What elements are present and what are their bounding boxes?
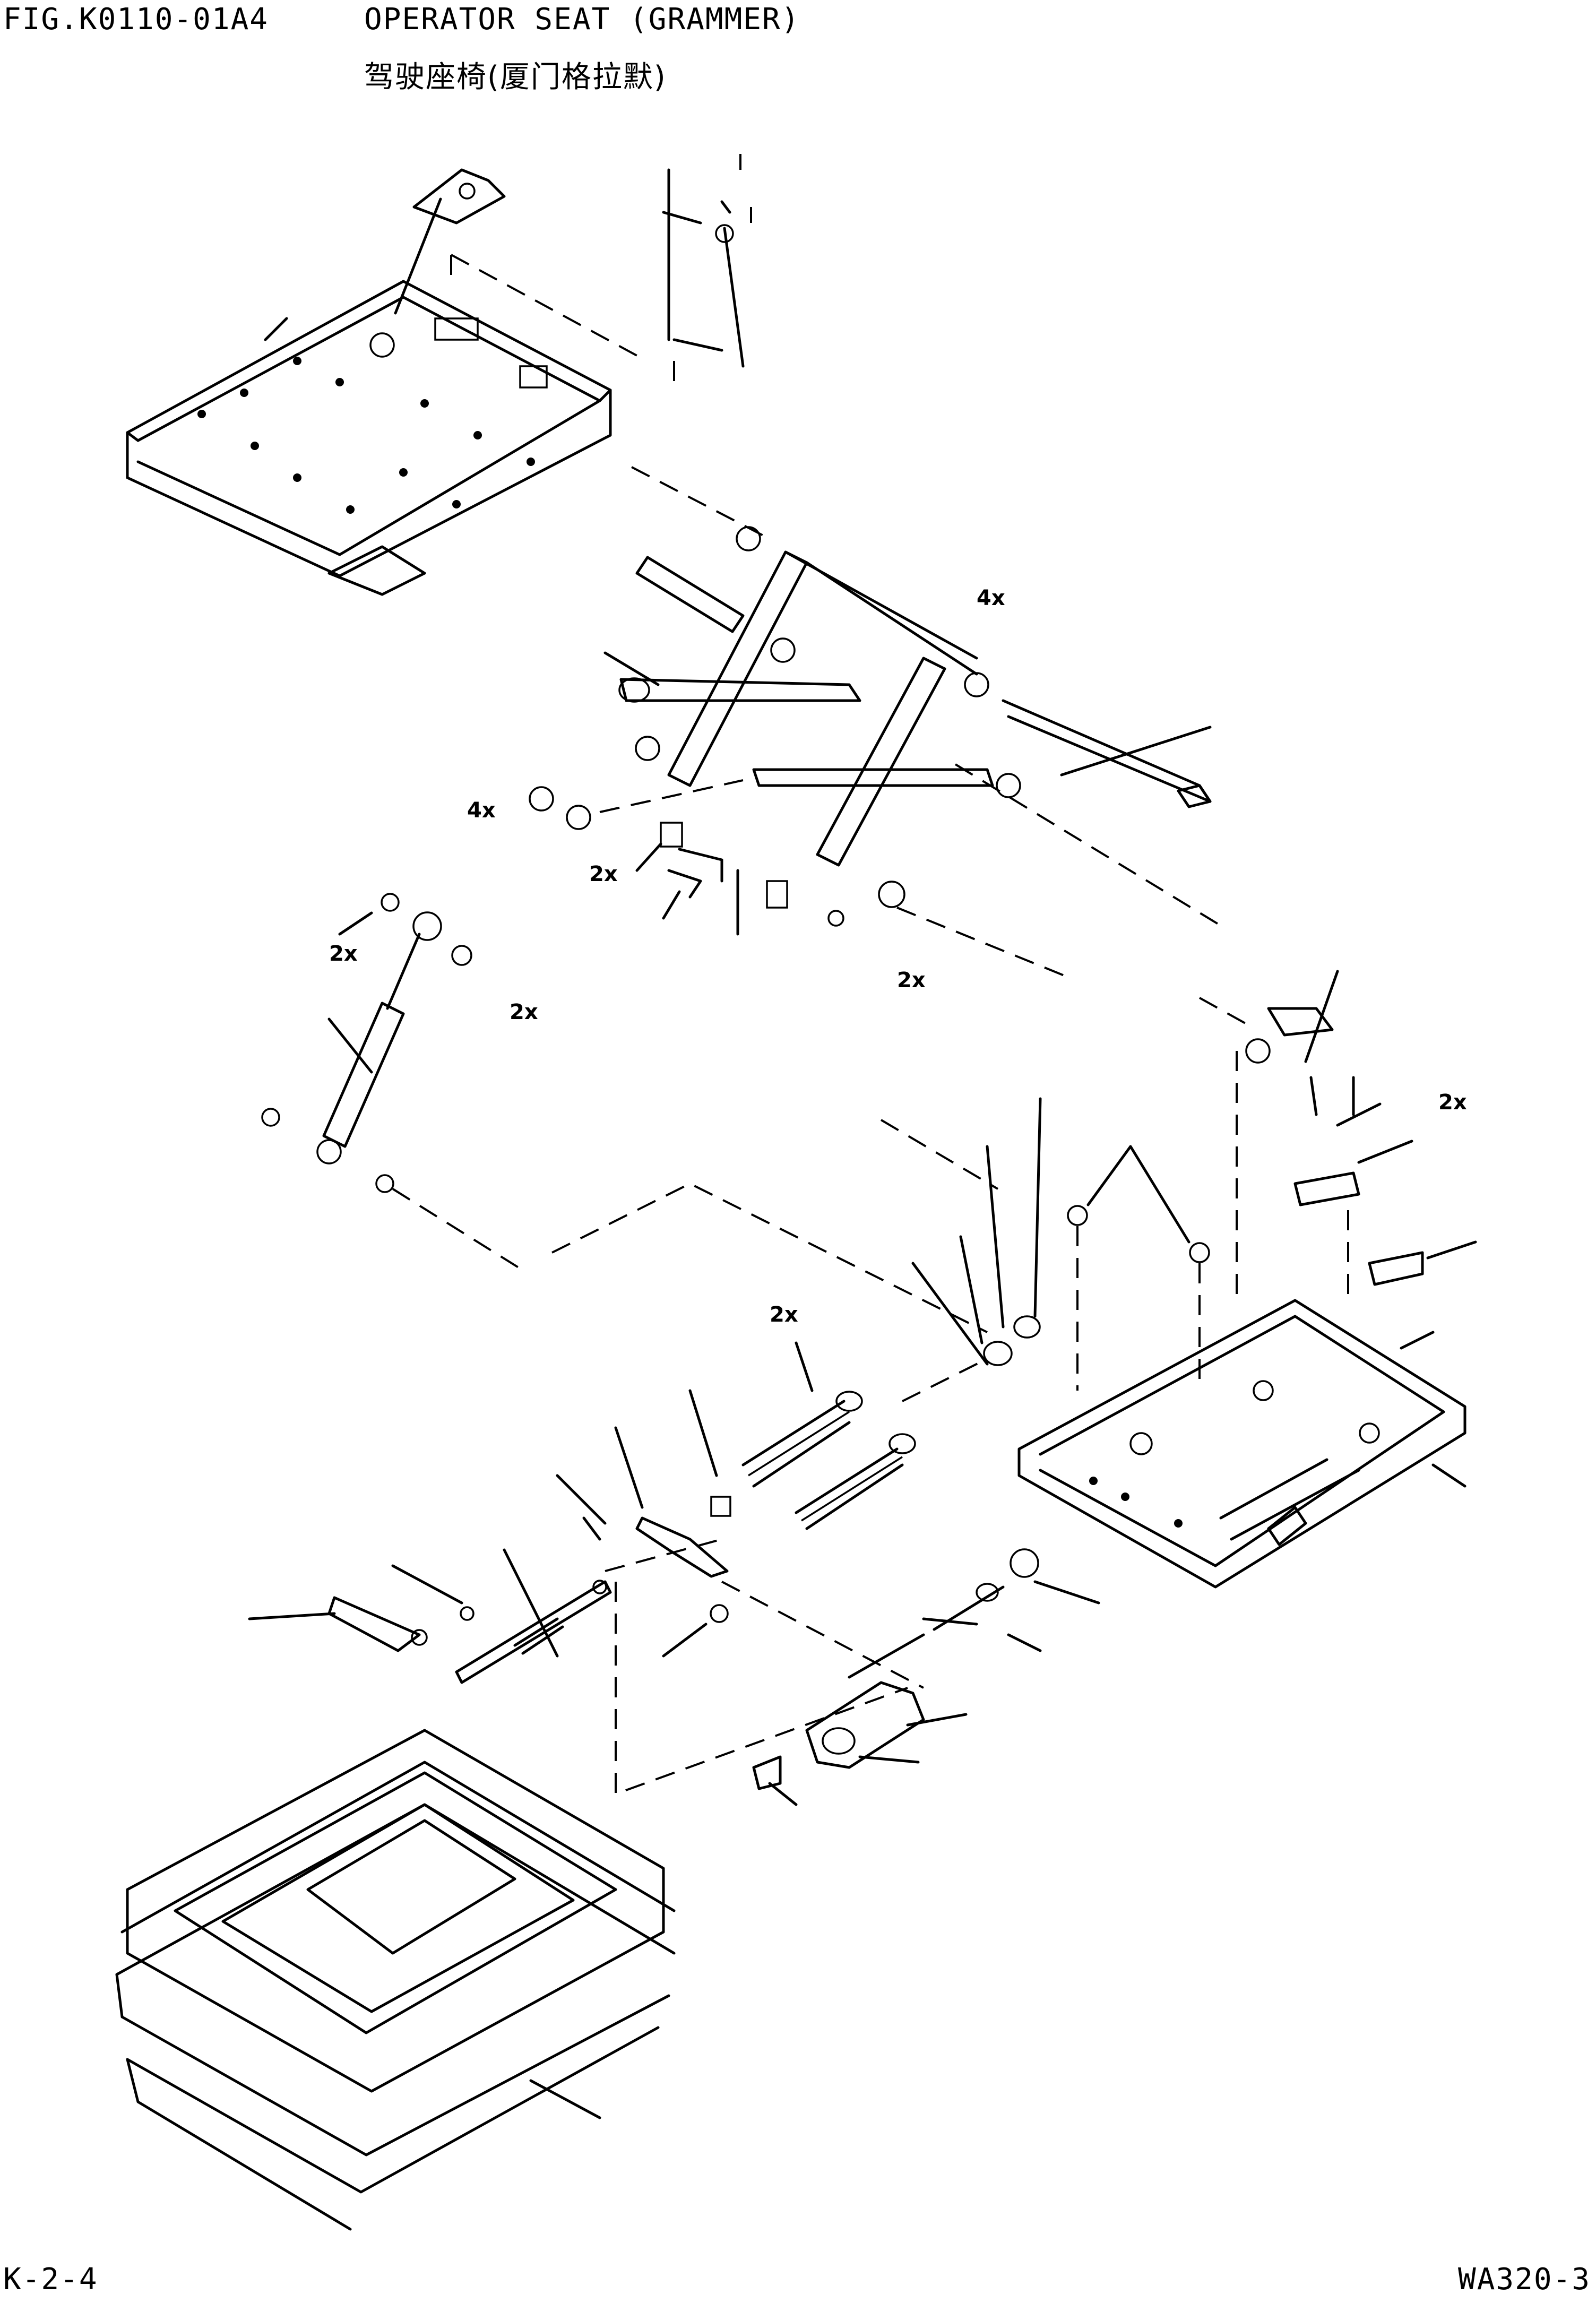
height-adjuster-rod: [327, 1580, 612, 1684]
shock-absorber: [261, 893, 472, 1193]
qty-label: 2x: [329, 942, 358, 966]
title-english: OPERATOR SEAT (GRAMMER): [364, 2, 800, 37]
qty-label: 4x: [977, 586, 1005, 610]
qty-label: 4x: [467, 798, 496, 823]
scissor-frame: [529, 526, 1212, 908]
qty-label: 2x: [589, 862, 618, 886]
roller-bearings: [983, 1205, 1210, 1366]
model-number: WA320-3: [1457, 2262, 1591, 2297]
roller-track: [752, 1548, 1039, 1790]
figure-number: FIG.K0110-01A4: [3, 2, 269, 37]
adjust-lever: [556, 1474, 731, 1658]
bellows-cover: [115, 1729, 676, 2231]
seat-cushion-plate: [126, 168, 612, 596]
bracket-pivot: [1245, 970, 1424, 1286]
qty-label: 2x: [770, 1303, 798, 1327]
qty-label: 2x: [897, 968, 926, 993]
springs: [741, 1391, 916, 1530]
lever-bracket: [662, 168, 745, 368]
title-chinese: 驾驶座椅(厦门格拉默): [364, 60, 667, 94]
page-number: K-2-4: [3, 2262, 98, 2297]
qty-label: 2x: [1438, 1090, 1467, 1115]
base-frame: [1017, 1299, 1466, 1589]
qty-label: 2x: [510, 1000, 538, 1024]
small-parts: [660, 822, 844, 927]
